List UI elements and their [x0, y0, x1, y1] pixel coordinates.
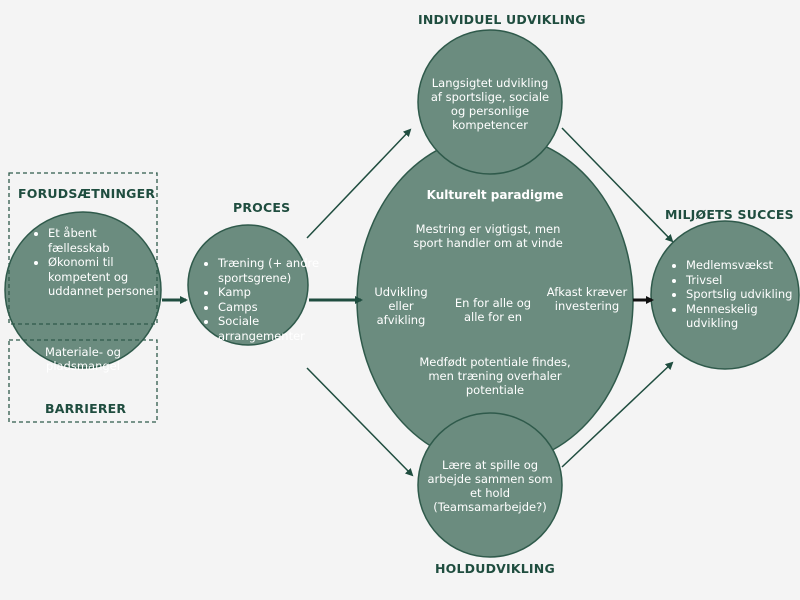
barrierer-text: Materiale- og pladsmangel — [45, 345, 121, 373]
proces-item: Træning (+ andre sportsgrene) — [218, 256, 322, 285]
hold-circle — [417, 412, 563, 558]
proces-item: Kamp — [218, 285, 322, 300]
succes-item: Menneskelig udvikling — [686, 302, 798, 331]
label-proces: PROCES — [233, 200, 291, 215]
label-individuel: INDIVIDUEL UDVIKLING — [418, 12, 586, 27]
paradigme-center: En for alle og alle for en — [454, 296, 532, 324]
label-barrierer: BARRIERER — [45, 401, 127, 416]
proces-list: Træning (+ andre sportsgrene) Kamp Camps… — [204, 256, 322, 343]
succes-item: Medlemsvækst — [686, 258, 798, 273]
arrow-hold-succes — [561, 361, 674, 468]
proces-circle — [187, 224, 309, 346]
paradigme-right: Afkast kræver investering — [546, 285, 628, 313]
label-forudsaetninger: FORUDSÆTNINGER — [18, 186, 156, 201]
paradigme-bottom: Medfødt potentiale findes, men træning o… — [419, 355, 571, 397]
individuel-text: Langsigtet udvikling af sportslige, soci… — [430, 76, 550, 132]
forudsaetninger-item: Et åbent fællesskab — [48, 226, 160, 255]
proces-item: Camps — [218, 300, 322, 315]
arrow-individuel-succes — [561, 127, 674, 243]
proces-item: Sociale arrangementer — [218, 314, 322, 343]
forudsaetninger-circle — [4, 211, 162, 369]
succes-item: Trivsel — [686, 273, 798, 288]
forudsaetninger-item: Økonomi til kompetent og uddannet person… — [48, 255, 160, 299]
arrow-proces-individuel — [306, 128, 412, 239]
label-miljoets-succes: MILJØETS SUCCES — [665, 207, 794, 222]
paradigme-top: Mestring er vigtigst, men sport handler … — [413, 222, 563, 250]
forudsaetninger-list: Et åbent fællesskab Økonomi til kompeten… — [34, 226, 160, 299]
arrow-proces-hold — [306, 367, 414, 477]
paradigme-title: Kulturelt paradigme — [426, 188, 564, 202]
succes-item: Sportslig udvikling — [686, 287, 798, 302]
forudsaetninger-box — [8, 172, 158, 325]
succes-list: Medlemsvækst Trivsel Sportslig udvikling… — [672, 258, 798, 331]
label-holdudvikling: HOLDUDVIKLING — [435, 561, 555, 576]
succes-circle — [650, 220, 800, 370]
hold-text: Lære at spille og arbejde sammen som et … — [427, 458, 553, 514]
individuel-circle — [417, 29, 563, 175]
barrierer-box — [8, 339, 158, 423]
paradigme-left: Udvikling eller afvikling — [374, 285, 428, 327]
